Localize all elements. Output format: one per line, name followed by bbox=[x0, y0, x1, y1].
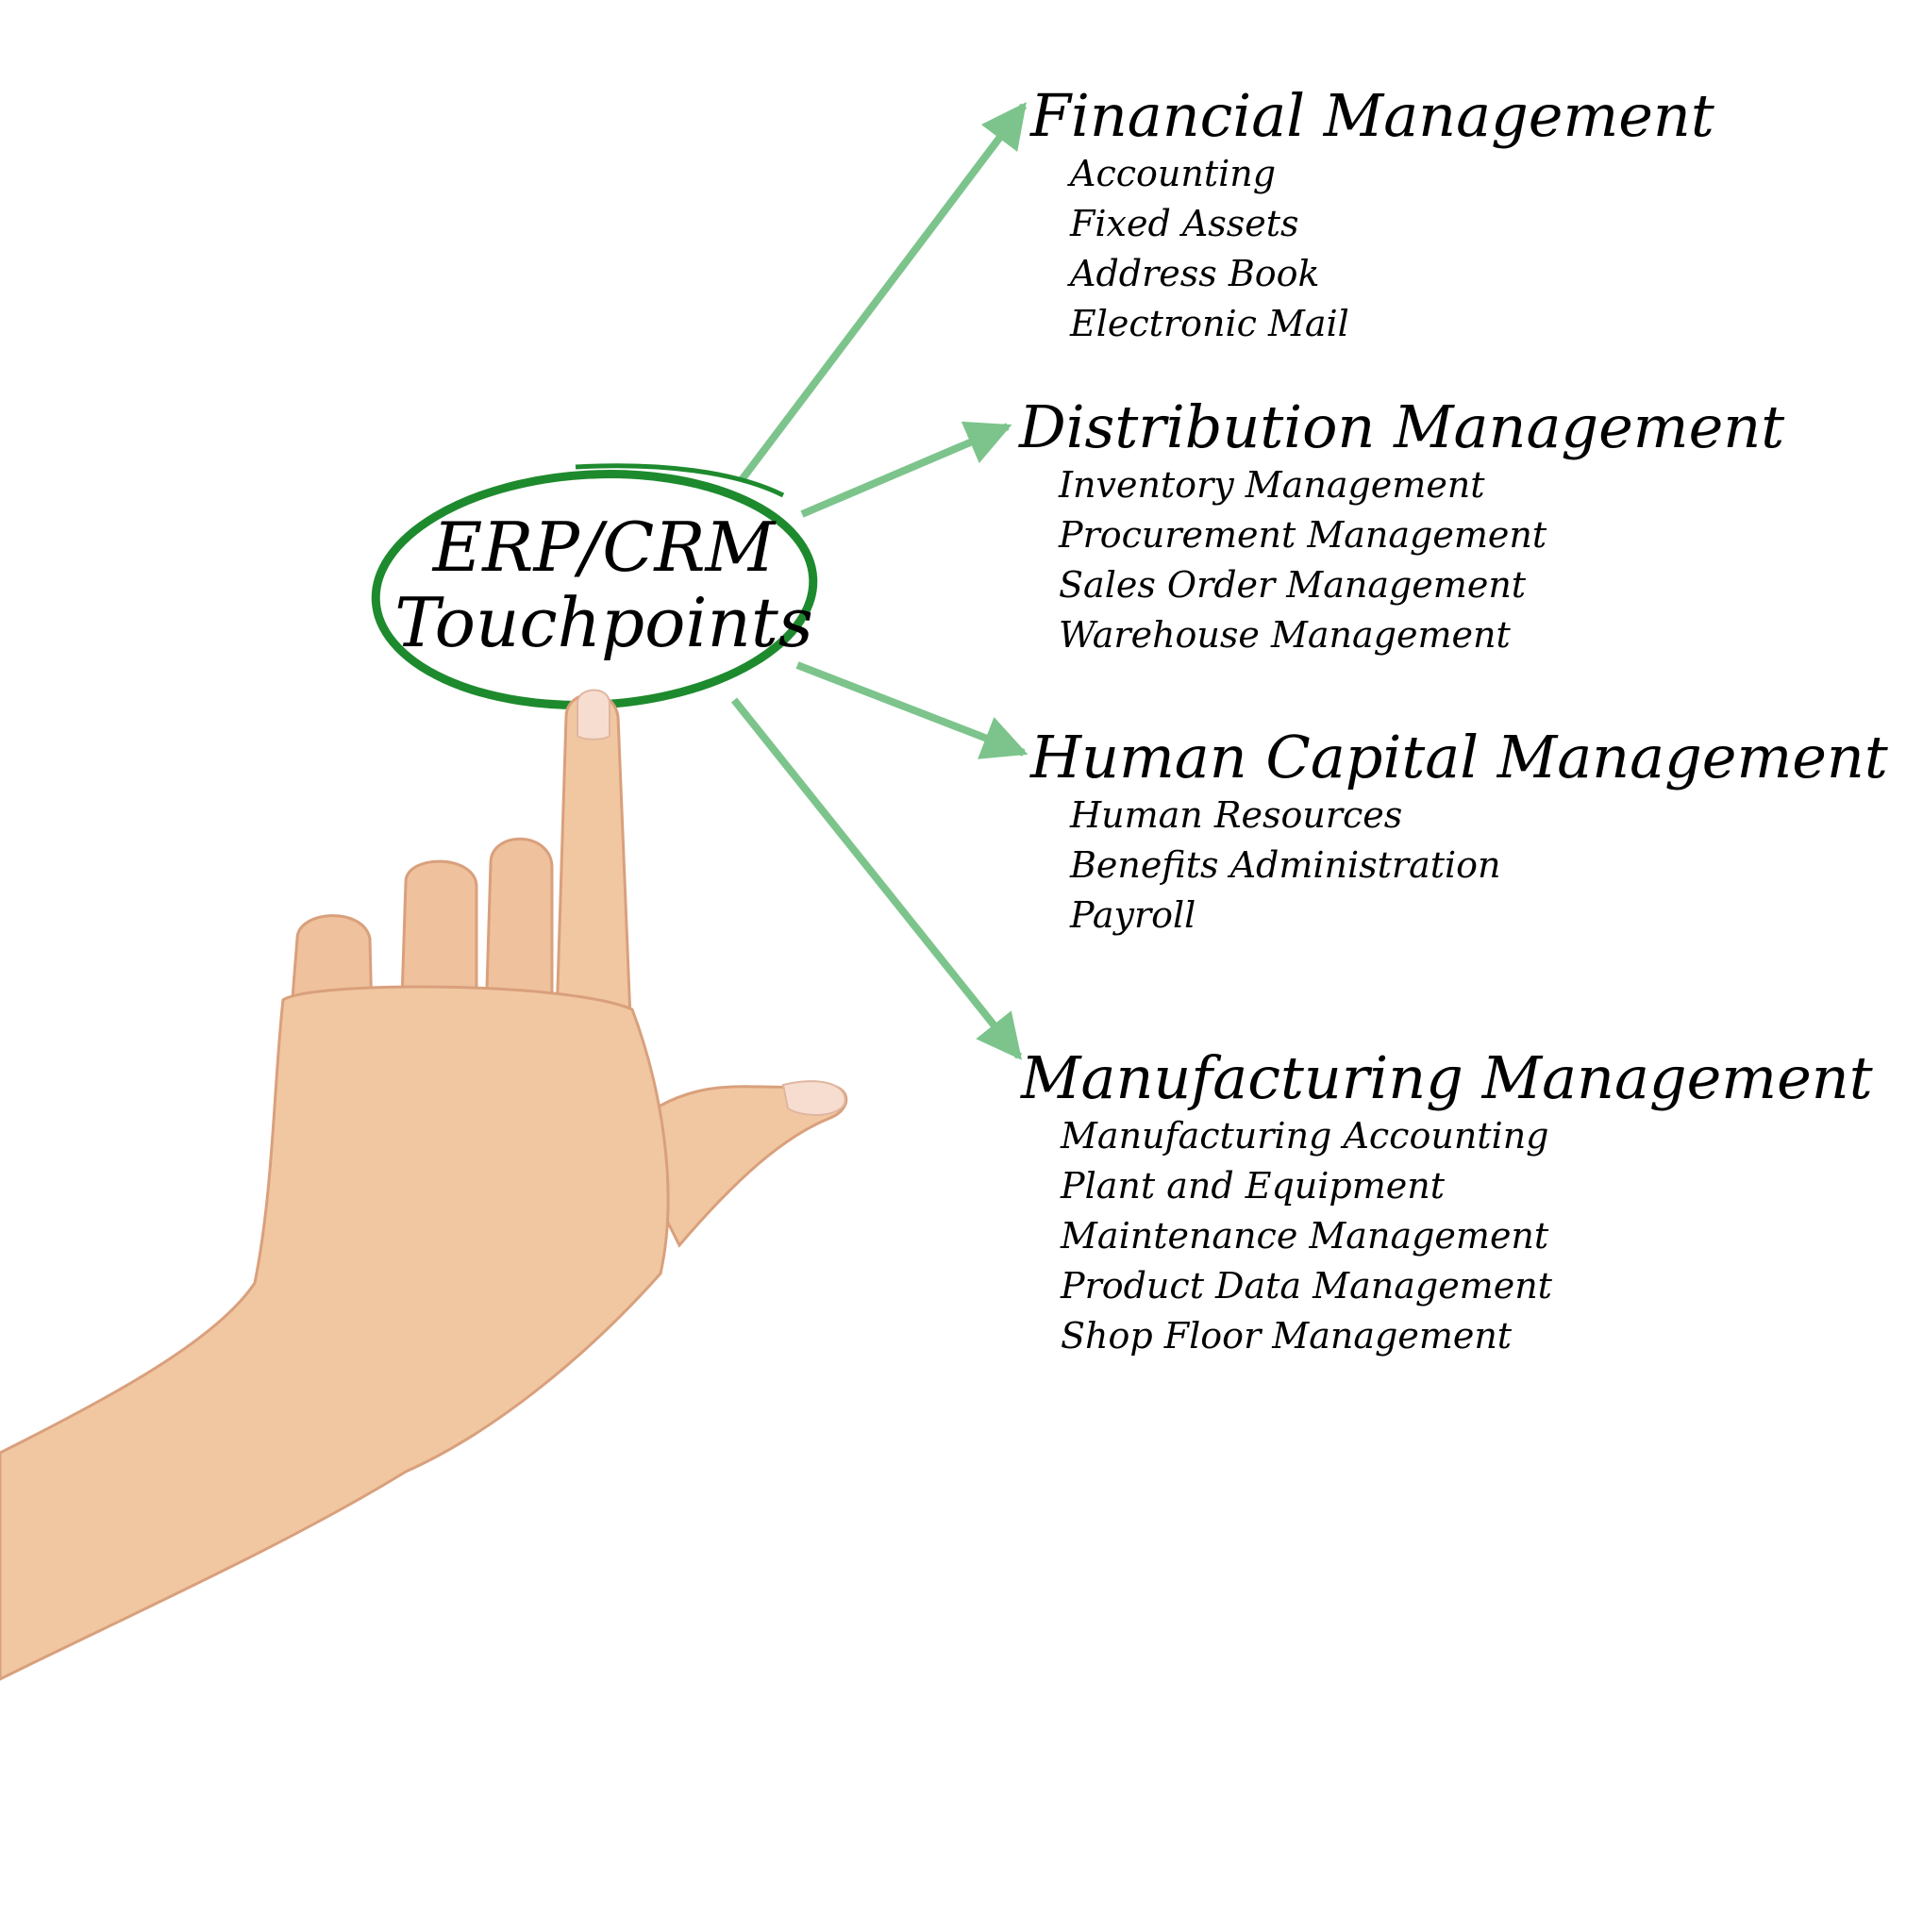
center-label-line2: Touchpoints bbox=[394, 583, 813, 662]
group-item: Inventory Management bbox=[1059, 464, 1485, 506]
arrow-financial bbox=[737, 102, 1028, 484]
arrow-distribution bbox=[800, 421, 1012, 518]
group-heading: Human Capital Management bbox=[1030, 723, 1888, 791]
group-item: Payroll bbox=[1070, 894, 1196, 936]
group-heading: Manufacturing Management bbox=[1021, 1043, 1873, 1112]
group-item-list: Manufacturing Accounting Plant and Equip… bbox=[1021, 1111, 1873, 1361]
group-heading: Distribution Management bbox=[1019, 392, 1785, 461]
group-item: Benefits Administration bbox=[1070, 844, 1501, 886]
group-item-list: Inventory Management Procurement Managem… bbox=[1019, 460, 1784, 660]
group-distribution-management: Distribution Management Inventory Manage… bbox=[1019, 394, 1784, 660]
group-item: Accounting bbox=[1070, 153, 1277, 194]
group-human-capital-management: Human Capital Management Human Resources… bbox=[1030, 724, 1888, 941]
group-item: Manufacturing Accounting bbox=[1061, 1115, 1549, 1157]
group-financial-management: Financial Management Accounting Fixed As… bbox=[1030, 83, 1714, 349]
group-manufacturing-management: Manufacturing Management Manufacturing A… bbox=[1021, 1045, 1873, 1361]
group-item: Maintenance Management bbox=[1061, 1215, 1549, 1257]
group-heading: Financial Management bbox=[1030, 81, 1714, 150]
arrow-human-capital bbox=[795, 661, 1028, 759]
group-item: Procurement Management bbox=[1059, 514, 1547, 556]
group-item: Electronic Mail bbox=[1070, 303, 1349, 344]
group-item: Shop Floor Management bbox=[1061, 1315, 1513, 1357]
center-label: ERP/CRM Touchpoints bbox=[382, 509, 826, 660]
group-item: Product Data Management bbox=[1061, 1265, 1552, 1307]
pointing-hand-icon bbox=[0, 689, 848, 1681]
group-item: Warehouse Management bbox=[1059, 614, 1511, 656]
group-item: Fixed Assets bbox=[1070, 203, 1299, 244]
group-item-list: Human Resources Benefits Administration … bbox=[1030, 791, 1888, 941]
group-item-list: Accounting Fixed Assets Address Book Ele… bbox=[1030, 149, 1714, 349]
center-label-line1: ERP/CRM bbox=[432, 508, 776, 587]
group-item: Plant and Equipment bbox=[1061, 1165, 1446, 1207]
arrow-manufacturing bbox=[730, 697, 1023, 1060]
group-item: Address Book bbox=[1070, 253, 1320, 294]
group-item: Sales Order Management bbox=[1059, 564, 1527, 606]
group-item: Human Resources bbox=[1070, 794, 1403, 836]
